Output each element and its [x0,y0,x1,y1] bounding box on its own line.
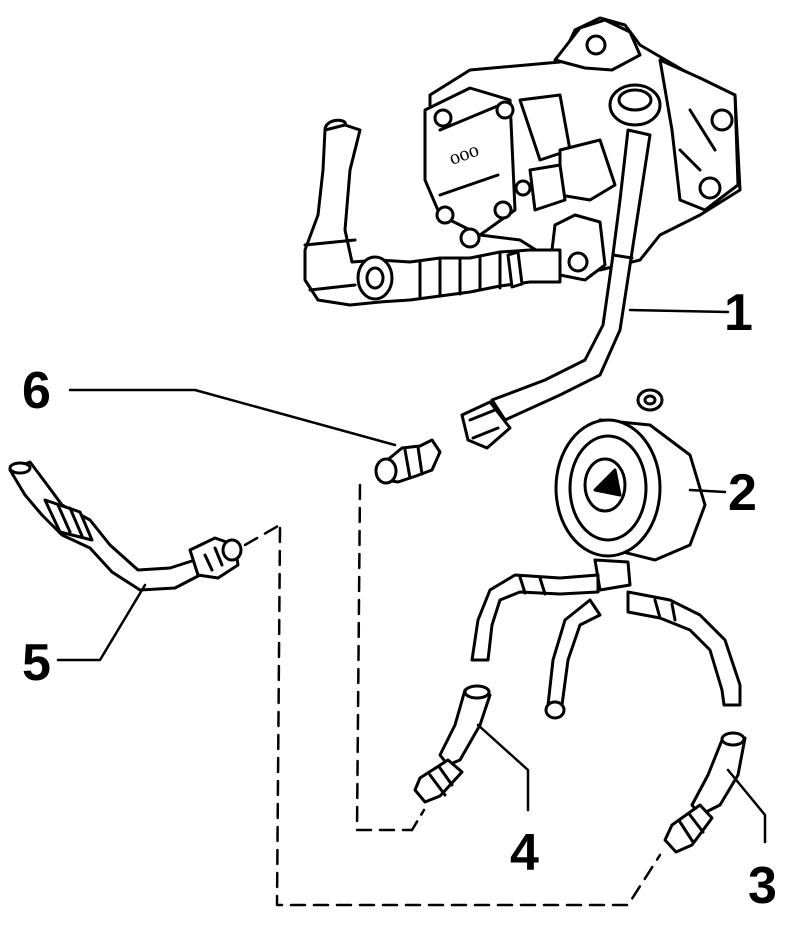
callout-6: 6 [22,362,51,420]
connection-lines [243,483,662,907]
valve-6-part [374,438,442,485]
callout-5: 5 [22,634,51,692]
leader-3 [726,768,767,844]
leader-5 [56,583,147,662]
leader-1 [628,308,730,314]
leader-6 [68,388,397,447]
callout-3: 3 [748,857,777,915]
pump-assembly: ooo [423,16,742,282]
callout-2: 2 [728,464,757,522]
hose-bracket [413,558,747,854]
hose-1-part [460,128,652,450]
callout-4: 4 [510,824,539,882]
leader-4 [476,723,530,812]
vacuum-pump-2-part [554,388,707,562]
hose-5-part [8,460,243,592]
callout-1: 1 [724,284,753,342]
callout-labels: 1 2 3 4 5 6 [22,284,777,915]
leader-2 [688,488,727,494]
leader-lines [56,308,767,844]
suction-hose [303,118,562,307]
